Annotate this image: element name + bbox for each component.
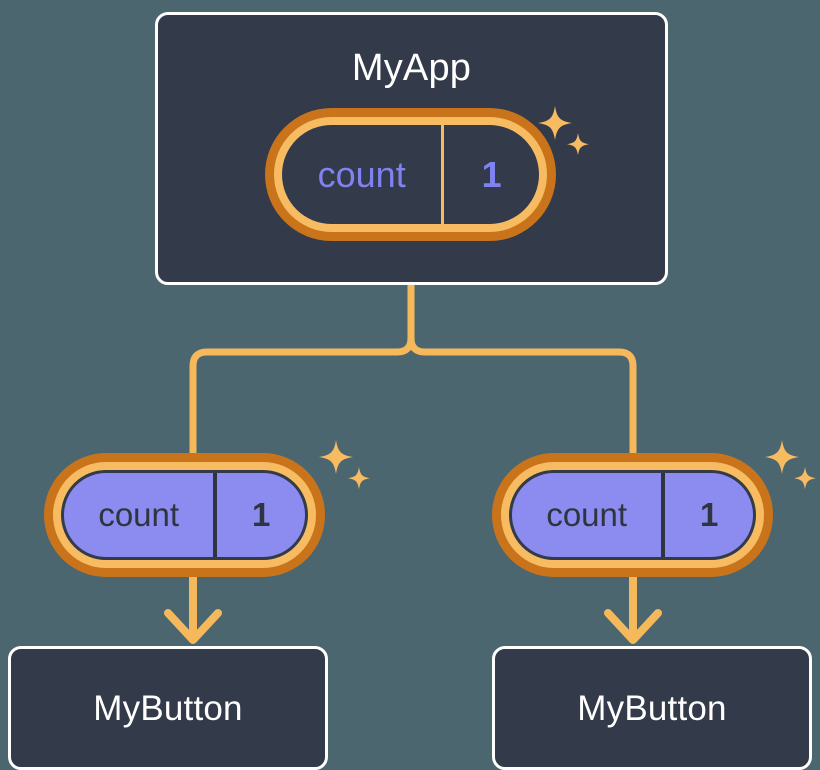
state-value-label: 1 <box>661 473 753 557</box>
state-pill-face: count 1 <box>282 125 539 224</box>
state-pill-child-left[interactable]: count 1 <box>44 453 325 577</box>
arrow-head-left <box>164 609 222 644</box>
sparkle-icon <box>765 440 816 490</box>
state-key-label: count <box>546 496 628 533</box>
state-pill-ring-inner: count 1 <box>53 462 316 568</box>
state-pill-ring-inner: count 1 <box>274 117 547 232</box>
state-pill-face: count 1 <box>61 470 308 560</box>
connector-root-to-left-child <box>189 282 415 459</box>
component-card-mybutton-right[interactable]: MyButton <box>492 646 812 770</box>
card-title-mybutton: MyButton <box>577 689 727 728</box>
state-pill-myapp[interactable]: count 1 <box>265 108 556 241</box>
state-pill-face: count 1 <box>509 470 756 560</box>
state-value-label: 1 <box>213 473 305 557</box>
state-pill-child-right[interactable]: count 1 <box>492 453 773 577</box>
state-pill-ring-inner: count 1 <box>501 462 764 568</box>
card-title-myapp: MyApp <box>351 47 472 89</box>
connector-root-to-right-child <box>407 282 637 459</box>
state-value-label: 1 <box>441 125 539 224</box>
sparkle-icon <box>319 440 370 490</box>
state-key-label: count <box>317 153 406 195</box>
state-key-label: count <box>98 496 180 533</box>
arrow-head-right <box>604 609 662 644</box>
component-card-mybutton-left[interactable]: MyButton <box>8 646 328 770</box>
card-title-mybutton: MyButton <box>93 689 243 728</box>
